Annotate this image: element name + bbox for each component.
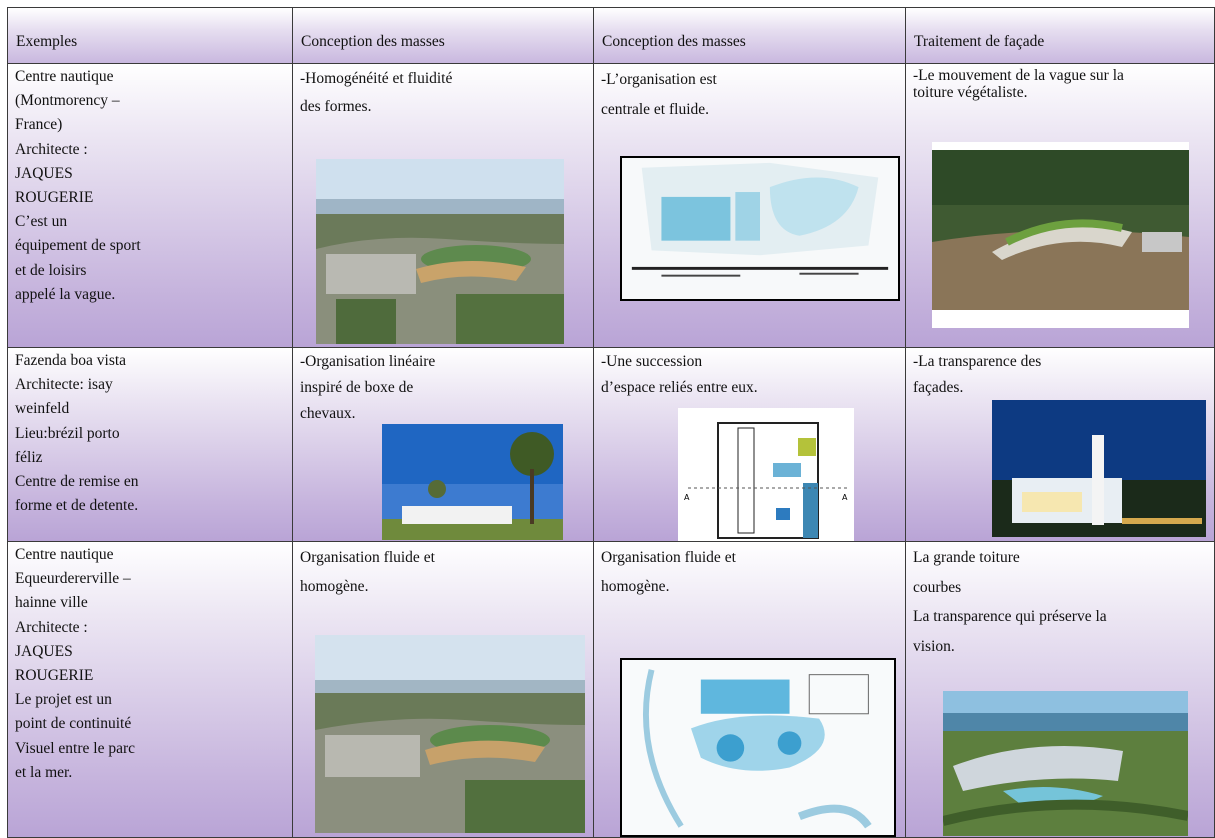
header-label: Traitement de façade [914,33,1045,50]
aerial-photo-equeurdreville [315,635,585,833]
fazenda-photo [382,424,563,540]
header-label: Conception des masses [301,33,445,50]
transparent-facade-photo [992,400,1206,537]
floor-plan-fazenda: A A [678,408,854,541]
comparison-table: Exemples Conception des masses Conceptio… [7,7,1215,838]
grand-roof-photo [943,691,1188,836]
row1-example-cell: Centre nautique(Montmorency –France) Arc… [7,63,293,348]
example-text: Centre nautique(Montmorency –France) Arc… [15,68,141,303]
header-cell-examples: Exemples [7,7,293,64]
header-label: Exemples [16,33,78,50]
header-cell-facade: Traitement de façade [905,7,1215,64]
wave-roof-photo [932,142,1189,328]
header-label: Conception des masses [602,33,746,50]
section-a-right: A [842,493,848,502]
aerial-photo-montmorency [316,159,564,344]
site-plan-montmorency [620,156,900,301]
plan-equeurdreville [620,658,896,837]
section-a-left: A [684,493,690,502]
header-cell-masses-1: Conception des masses [292,7,594,64]
header-cell-masses-2: Conception des masses [593,7,906,64]
